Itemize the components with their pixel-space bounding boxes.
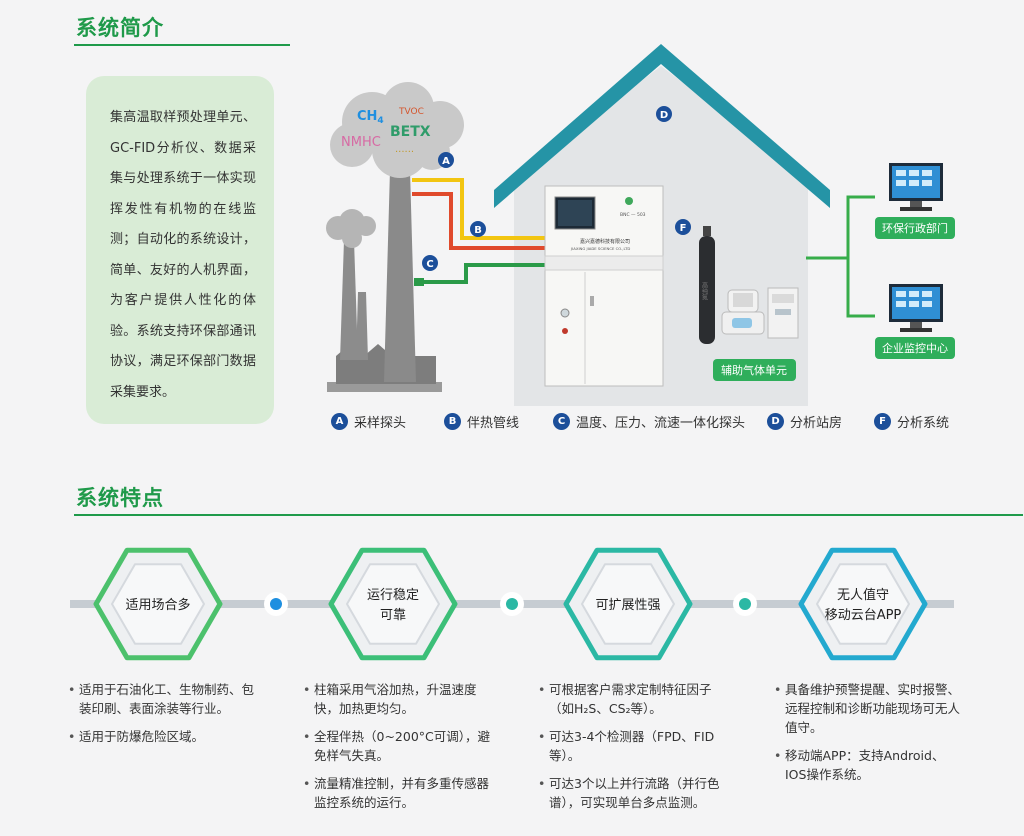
analyzer-cabinet xyxy=(544,185,664,387)
badge-f: F xyxy=(680,223,687,234)
legend-badge: C xyxy=(553,413,570,430)
section-divider xyxy=(74,44,290,46)
badge-b: B xyxy=(474,225,482,236)
feature-hexagon-inner xyxy=(581,563,675,645)
intro-panel xyxy=(86,76,274,424)
feature-bullet: 适用于防爆危险区域。 xyxy=(68,727,254,746)
feature-bullet: 可达3-4个检测器（FPD、FID等）。 xyxy=(538,727,728,765)
feature-list-1: 适用于石油化工、生物制药、包装印刷、表面涂装等行业。 适用于防爆危险区域。 xyxy=(68,680,254,755)
cloud-nmhc: NMHC xyxy=(341,135,381,150)
monitor-govt xyxy=(889,163,943,211)
section-title-intro: 系统简介 xyxy=(76,16,164,40)
feature-bullet: 流量精准控制，并有多重传感器监控系统的运行。 xyxy=(303,774,491,812)
legend-item: B 伴热管线 xyxy=(444,412,519,431)
connector-dot xyxy=(270,598,282,610)
legend-label: 温度、压力、流速一体化探头 xyxy=(576,416,746,431)
intro-text: 集高温取样预处理单元、GC-FID分析仪、数据采集与处理系统于一体实现挥发性有机… xyxy=(110,110,256,400)
legend-badge: A xyxy=(331,413,348,430)
feature-title-3-line1: 可扩展性强 xyxy=(595,598,660,613)
feature-hexagon-inner xyxy=(816,563,910,645)
feature-row: 适用场合多 运行稳定 可靠 可扩展性强 无人值守 移动云台APP xyxy=(70,547,954,661)
feature-title-2-line2: 可靠 xyxy=(380,608,406,623)
diagram-legend: A 采样探头 B 伴热管线 C 温度、压力、流速一体化探头 D 分析站房 F 分析系统 xyxy=(0,412,1024,432)
legend-item: A 采样探头 xyxy=(331,412,406,431)
system-diagram: CH4 TVOC BETX NMHC ...... BNC — 503 嘉兴嘉德… xyxy=(326,44,955,406)
legend-label: 分析站房 xyxy=(790,416,843,431)
legend-label: 分析系统 xyxy=(897,416,950,431)
monitor-tag-enterprise xyxy=(875,337,955,359)
cabinet-sub: JIAXING JIADE SCIENCE CO.,LTD xyxy=(570,246,630,251)
feature-title-1-line1: 适用场合多 xyxy=(125,597,190,613)
feature-list-4: 具备维护预警提醒、实时报警、远程控制和诊断功能现场可无人值守。 移动端APP：支… xyxy=(774,680,964,793)
monitor-enterprise xyxy=(889,284,943,332)
feature-hexagon-inner xyxy=(346,563,440,645)
feature-bullet: 移动端APP：支持Android、IOS操作系统。 xyxy=(774,746,964,784)
legend-label: 采样探头 xyxy=(354,416,407,431)
gas-generator xyxy=(767,287,799,339)
aux-gas-label: 辅助气体单元 xyxy=(721,363,787,377)
legend-badge: F xyxy=(874,413,891,430)
feature-bullet: 柱箱采用气浴加热，升温速度快，加热更均匀。 xyxy=(303,680,491,718)
diagram-badges xyxy=(422,106,691,271)
feature-title-4-line1: 无人值守 xyxy=(837,587,889,603)
feature-title-2-line1: 运行稳定 xyxy=(367,587,419,603)
legend-badge: D xyxy=(767,413,784,430)
aux-gas-tag xyxy=(713,359,796,381)
cylinder-text: 高纯氮 xyxy=(701,281,708,301)
gas-cylinder xyxy=(699,226,715,344)
pipelines xyxy=(412,178,545,284)
badge-d: D xyxy=(660,110,668,121)
legend-item: C 温度、压力、流速一体化探头 xyxy=(553,412,745,431)
monitor-label-govt: 环保行政部门 xyxy=(882,221,948,235)
feature-list-3: 可根据客户需求定制特征因子（如H₂S、CS₂等）。 可达3-4个检测器（FPD、… xyxy=(538,680,728,821)
section-title-features: 系统特点 xyxy=(76,486,164,510)
gas-cloud xyxy=(330,82,464,178)
cloud-ch4: CH4 xyxy=(357,109,384,126)
feature-bullet: 可根据客户需求定制特征因子（如H₂S、CS₂等）。 xyxy=(538,680,728,718)
cloud-tvoc: TVOC xyxy=(398,107,424,117)
monitor-tag-govt xyxy=(875,217,955,239)
feature-hexagon-inner xyxy=(111,563,205,645)
air-compressor xyxy=(721,289,765,335)
feature-bullet: 适用于石油化工、生物制药、包装印刷、表面涂装等行业。 xyxy=(68,680,254,718)
connector-dot xyxy=(739,598,751,610)
feature-title-4-line2: 移动云台APP xyxy=(825,608,902,623)
cloud-betx: BETX xyxy=(390,124,431,140)
legend-item: F 分析系统 xyxy=(874,412,949,431)
legend-label: 伴热管线 xyxy=(467,416,520,431)
badge-a: A xyxy=(442,156,450,167)
feature-bullet: 具备维护预警提醒、实时报警、远程控制和诊断功能现场可无人值守。 xyxy=(774,680,964,737)
section-divider xyxy=(74,514,1023,516)
monitor-label-enterprise: 企业监控中心 xyxy=(882,341,948,355)
legend-item: D 分析站房 xyxy=(767,412,842,431)
connector-dot xyxy=(506,598,518,610)
feature-list-2: 柱箱采用气浴加热，升温速度快，加热更均匀。 全程伴热（0~200°C可调），避免… xyxy=(303,680,491,821)
legend-badge: B xyxy=(444,413,461,430)
cabinet-tag: BNC — 503 xyxy=(620,212,646,218)
badge-c: C xyxy=(426,259,433,270)
cloud-dots: ...... xyxy=(395,144,414,155)
feature-bullet: 可达3个以上并行流路（并行色谱），可实现单台多点监测。 xyxy=(538,774,728,812)
chimney-illustration xyxy=(326,166,442,392)
monitor-bracket xyxy=(806,195,875,318)
cabinet-label: 嘉兴嘉德科技有限公司 xyxy=(580,238,630,245)
feature-bullet: 全程伴热（0~200°C可调），避免样气失真。 xyxy=(303,727,491,765)
